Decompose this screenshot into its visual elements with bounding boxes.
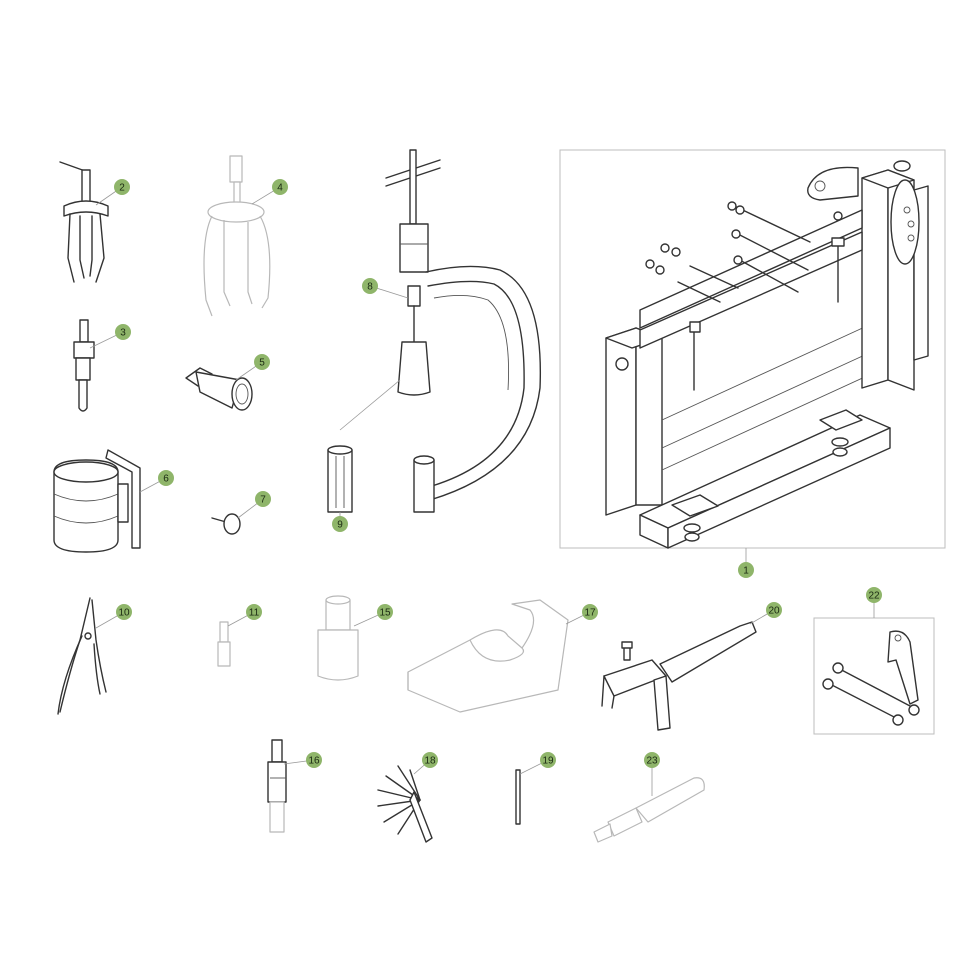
callout-23: 23 [644,752,660,796]
callout-22: 22 [866,587,882,618]
support-plate-icon [407,599,569,713]
bolt-kit-icon [822,630,920,726]
drift-pin-icon [217,621,231,667]
callout-number: 16 [308,756,320,767]
callout-badge [158,470,174,486]
callout-badge [246,604,262,620]
callout-2: 2 [95,179,130,206]
callout-11: 11 [227,604,262,627]
engine-stand-group [559,149,946,549]
callout-number: 23 [646,756,658,767]
callout-badge [644,752,660,768]
callout-badge [377,604,393,620]
callout-number: 1 [743,566,749,577]
callout-number: 20 [768,606,780,617]
callout-number: 17 [584,608,596,619]
callout-number: 19 [542,756,554,767]
callout-17: 17 [565,604,598,625]
three-jaw-puller-icon [203,155,271,317]
callout-8: 8 [362,278,409,299]
callout-16: 16 [283,752,322,768]
thumb-screw-icon [211,513,241,535]
callout-number: 6 [163,474,169,485]
callout-18: 18 [413,752,438,775]
callout-badge [115,324,131,340]
callout-badge [766,602,782,618]
gear-puller-icon [59,161,109,283]
valve-adapter-icon [327,379,401,513]
socket-icon [317,595,359,681]
callout-badge [306,752,322,768]
feeler-gauge-icon [377,765,433,843]
callout-number: 2 [119,183,125,194]
callout-6: 6 [139,470,174,493]
callout-number: 7 [260,495,266,506]
callout-5: 5 [235,354,270,381]
callout-number: 9 [337,520,343,531]
engine-stand-icon [605,160,929,549]
callout-badge [116,604,132,620]
callout-badge [582,604,598,620]
callout-20: 20 [749,602,782,625]
callout-19: 19 [519,752,556,775]
bolt-kit-group [813,617,935,735]
callout-badge [114,179,130,195]
callout-number: 11 [249,608,260,619]
callout-4: 4 [251,179,288,205]
spark-tool-icon [267,739,287,833]
callout-1: 1 [738,548,754,578]
callout-15: 15 [353,604,393,627]
callout-badge [866,587,882,603]
holding-wrench-icon [601,621,757,731]
callout-badge [362,278,378,294]
callout-badge [332,516,348,532]
callout-badge [255,491,271,507]
callout-number: 4 [277,183,283,194]
callout-number: 5 [259,358,265,369]
callout-number: 8 [367,282,373,293]
callout-badge [738,562,754,578]
c-clamp-icon [385,149,542,513]
callout-number: 10 [118,608,130,619]
valve-tool-icon [73,319,95,412]
callout-badge [272,179,288,195]
ring-compressor-icon [53,449,141,553]
callout-number: 22 [868,591,880,602]
callout-number: 15 [379,608,391,619]
callout-badge [254,354,270,370]
socket-adapter-icon [185,367,253,411]
callout-badge [422,752,438,768]
callout-3: 3 [89,324,131,349]
callout-10: 10 [95,604,132,629]
callout-badge [540,752,556,768]
callout-number: 18 [424,756,436,767]
callout-7: 7 [237,491,271,519]
pin-rod-icon [515,769,521,825]
callout-number: 3 [120,328,126,339]
installer-tool-icon [593,777,705,843]
callout-9: 9 [332,512,348,532]
pliers-icon [57,597,107,715]
engine-stand-frame [559,149,946,549]
bolt-kit-frame [813,617,935,735]
